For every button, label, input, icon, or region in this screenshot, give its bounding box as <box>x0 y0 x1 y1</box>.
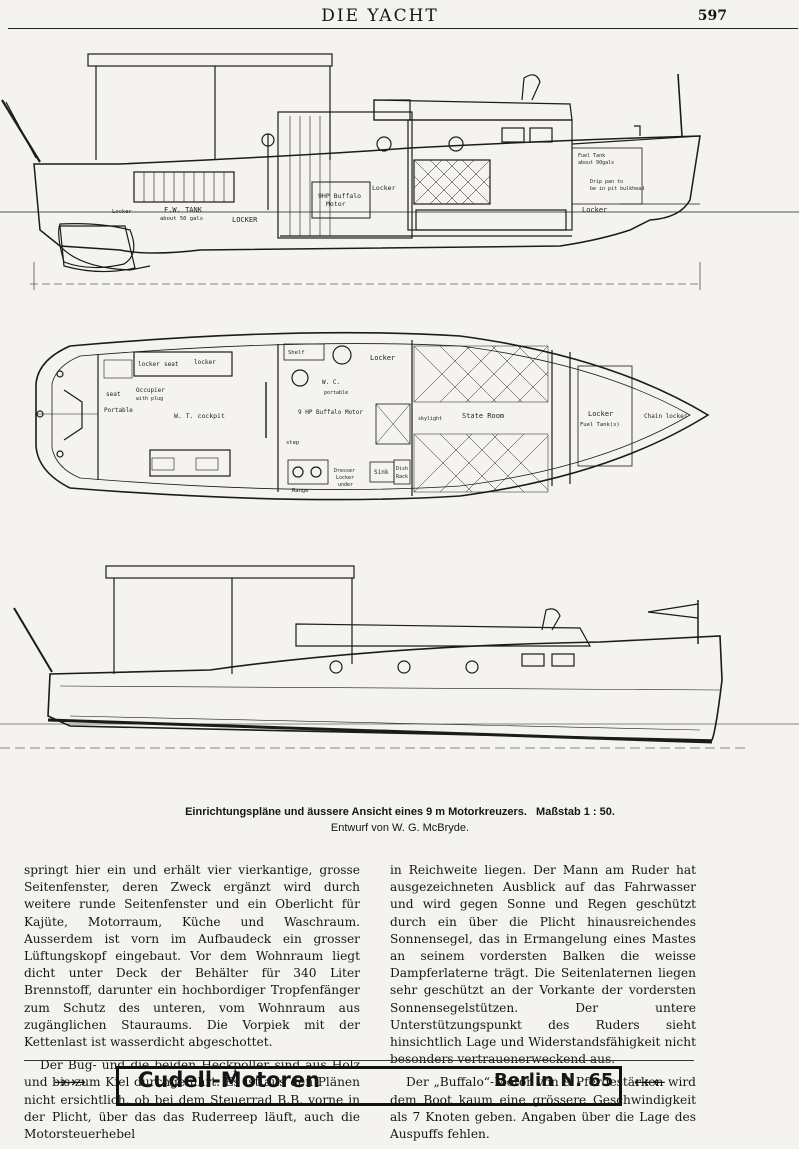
paragraph: in Reichweite liegen. Der Mann am Ruder … <box>390 863 696 1067</box>
deck-plan-drawing <box>35 331 710 501</box>
label-deck-fuel-tank: Fuel Tank(s) <box>580 422 620 428</box>
label-deck-shelf: Shelf <box>288 350 305 356</box>
label-deck-seat: seat <box>164 361 179 368</box>
label-deck-occupier-sub: with plug <box>136 396 163 402</box>
label-deck-dresser-sub2: under <box>338 482 353 488</box>
label-deck-skylight: skylight <box>418 416 442 422</box>
label-deck-locker-fwd: Locker <box>588 410 613 418</box>
running-header-title: DIE YACHT <box>321 6 439 26</box>
footer-rule <box>24 1060 694 1061</box>
advertisement-city: Berlin N. 65 <box>494 1070 614 1091</box>
caption-credit: Entwurf von W. G. McBryde. <box>330 822 470 834</box>
arrow-left-icon: ←←← <box>634 1073 666 1091</box>
label-motor: 9HP Buffalo <box>318 192 361 200</box>
label-deck-occupier: Occupier <box>136 387 165 394</box>
label-deck-wc: W. C. <box>322 379 340 386</box>
label-deck-dish-sub: Rack <box>396 474 408 480</box>
label-fuel-tank: Fuel Tank <box>578 153 605 159</box>
label-locker-mid: Locker <box>372 184 396 192</box>
page-number: 597 <box>697 8 727 24</box>
caption-scale: Maßstab 1 : 50. <box>536 806 615 818</box>
awning <box>87 53 333 67</box>
label-fw-tank: F.W. TANK <box>164 206 203 214</box>
label-locker-small: Locker <box>112 209 133 215</box>
label-deck-buffalo-motor: 9 HP Buffalo Motor <box>298 409 363 416</box>
label-drip-pan: Drip pan to <box>590 179 623 185</box>
label-deck-portable: Portable <box>104 407 133 414</box>
text-column-right: in Reichweite liegen. Der Mann am Ruder … <box>390 862 696 1149</box>
label-fw-tank-sub: about 50 gals <box>160 216 203 222</box>
label-deck-dresser-sub: Locker <box>336 475 354 481</box>
label-drip-pan-sub: be in pit bulkhead <box>590 186 644 192</box>
figure-caption: Einrichtungspläne und äussere Ansicht ei… <box>150 804 650 836</box>
arrow-right-icon: →→→ <box>54 1073 86 1091</box>
label-deck-state-room: State Room <box>462 412 504 420</box>
paragraph: springt hier ein und erhält vier vierkan… <box>24 863 360 1050</box>
boat-plans-figure: F.W. TANK about 50 gals LOCKER Locker 9H… <box>0 53 799 749</box>
profile-section-drawing <box>0 53 799 290</box>
label-deck-step: step <box>286 440 299 446</box>
label-locker-aft: LOCKER <box>232 216 258 224</box>
label-deck-dresser: Dresser <box>334 468 355 474</box>
label-deck-chain-locker: Chain locker <box>644 413 688 420</box>
label-deck-locker-right: locker <box>194 359 216 366</box>
header-rule <box>8 28 798 29</box>
label-deck-sink: Sink <box>374 469 389 476</box>
label-deck-portable-small: portable <box>324 390 348 396</box>
label-deck-seat-vertical: seat <box>106 391 121 398</box>
label-fuel-tank-sub: about 90gals <box>578 160 614 166</box>
label-deck-dish: Dish <box>396 466 408 472</box>
label-locker-fwd: Locker <box>582 206 607 214</box>
label-deck-range: Range <box>292 488 309 494</box>
label-deck-cockpit: W. T. cockpit <box>174 412 225 420</box>
label-deck-locker-top: Locker <box>370 354 395 362</box>
label-deck-locker-seat: locker <box>138 361 160 368</box>
advertisement-company: Cudell-Motoren <box>138 1068 321 1092</box>
outboard-profile-drawing <box>0 565 799 749</box>
caption-main: Einrichtungspläne und äussere Ansicht ei… <box>185 806 527 818</box>
label-motor-sub: Motor <box>326 200 346 208</box>
